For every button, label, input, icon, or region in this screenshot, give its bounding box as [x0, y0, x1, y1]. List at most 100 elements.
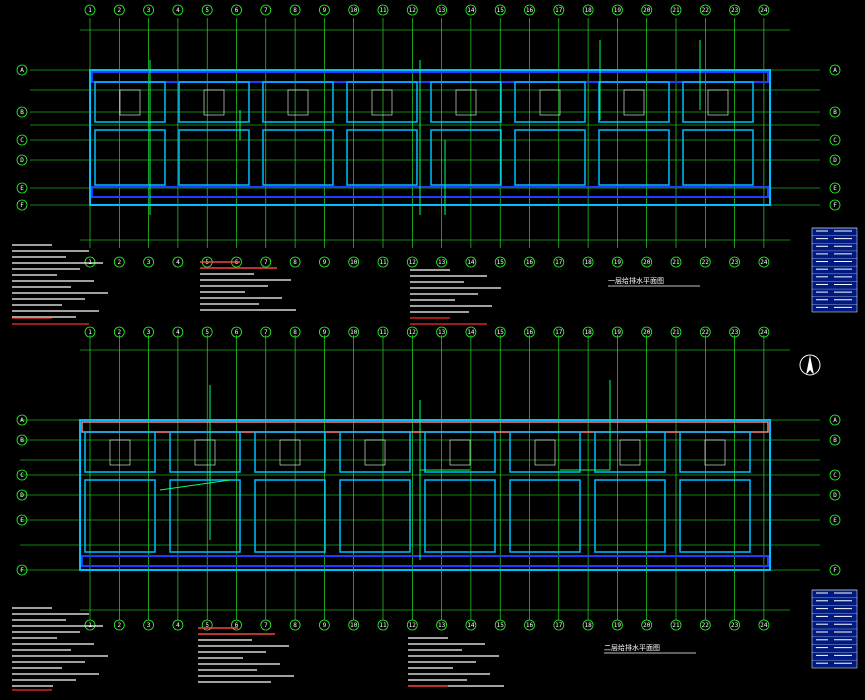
- grid-bubble-label: 17: [555, 329, 563, 336]
- grid-bubble: [524, 256, 535, 268]
- grid-bubble: [670, 256, 682, 268]
- room: [339, 431, 411, 473]
- grid-bubble-label: 14: [467, 259, 475, 266]
- design-notes: [12, 244, 504, 691]
- room: [84, 431, 156, 473]
- room: [430, 81, 502, 123]
- stair: [203, 89, 225, 116]
- grid-bubble: [260, 256, 272, 268]
- grid-bubble-label: 19: [614, 7, 622, 14]
- grid-bubble-label: 22: [702, 329, 710, 336]
- grid-bubble-label: D: [20, 157, 24, 164]
- grid-bubble-label: 23: [731, 329, 739, 336]
- grid-bubble-label: 12: [409, 7, 417, 14]
- grid-bubble: [260, 326, 272, 338]
- grid-bubble: [143, 326, 155, 338]
- grid-bubble-label: 13: [438, 622, 446, 629]
- grid-bubble-label: 22: [702, 7, 710, 14]
- grid-bubble-label: 9: [323, 622, 327, 629]
- grid-bubble: [348, 4, 360, 16]
- grid-bubble-label: 4: [176, 7, 180, 14]
- grid-bubble-label: 20: [643, 329, 651, 336]
- grid-bubble: [16, 414, 28, 426]
- room: [509, 479, 581, 553]
- grid-bubble: [641, 619, 653, 631]
- stair: [119, 89, 141, 116]
- grid-bubble-label: C: [833, 472, 837, 479]
- stair: [279, 439, 301, 466]
- grid-bubble: [641, 256, 653, 268]
- grid-bubble-label: 23: [731, 7, 739, 14]
- grid-bubble-label: D: [833, 157, 837, 164]
- grid-bubble: [670, 4, 682, 16]
- grid-bubble-label: F: [20, 567, 24, 574]
- grid-bubble-label: 3: [147, 7, 151, 14]
- grid-bubble-label: 7: [264, 329, 268, 336]
- grid-bubble: [16, 469, 28, 481]
- grid-bubble-label: 19: [614, 329, 622, 336]
- floor-plan-lower: [79, 380, 771, 571]
- grid-bubble-label: C: [20, 137, 24, 144]
- grid-bubble-label: 20: [643, 259, 651, 266]
- grid-bubble: [348, 619, 360, 631]
- room: [598, 129, 670, 186]
- grid-bubble: [758, 326, 770, 338]
- grid-bubble: [465, 4, 477, 16]
- grid-bubble-label: 8: [293, 329, 297, 336]
- grid-bubble-label: 16: [526, 622, 534, 629]
- grid-bubble: [553, 256, 565, 268]
- room: [262, 81, 334, 123]
- grid-bubble-label: F: [833, 567, 837, 574]
- grid-bubble: [524, 4, 535, 16]
- grid-bubble-label: 24: [760, 259, 768, 266]
- grid-bubble: [16, 514, 28, 526]
- grid-bubble: [201, 619, 213, 631]
- grid-bubble-label: 10: [350, 329, 358, 336]
- grid-bubble-label: 10: [350, 622, 358, 629]
- grid-bubble: [289, 4, 301, 16]
- grid-bubble: [377, 326, 389, 338]
- grid-bubble-label: 16: [526, 329, 534, 336]
- legend-table-upper: [811, 227, 858, 313]
- grid-bubble: [436, 4, 448, 16]
- grid-bubble: [641, 4, 653, 16]
- grid-bubble: [406, 256, 418, 268]
- grid-bubble-label: 5: [205, 622, 209, 629]
- stair: [449, 439, 471, 466]
- room: [254, 431, 326, 473]
- grid-bubble-label: 18: [584, 259, 592, 266]
- grid-bubble-label: 7: [264, 7, 268, 14]
- grid-bubble: [612, 256, 623, 268]
- grid-bubble-label: 3: [147, 259, 151, 266]
- grid-bubble: [829, 106, 841, 118]
- grid-bubble: [829, 64, 841, 76]
- grid-bubble: [436, 256, 448, 268]
- grid-bubble-label: 10: [350, 7, 358, 14]
- grid-bubble: [16, 564, 28, 576]
- room: [262, 129, 334, 186]
- grid-bubble: [829, 514, 841, 526]
- grid-bubble: [699, 326, 711, 338]
- grid-bubble-label: 15: [497, 622, 505, 629]
- grid-bubble: [612, 4, 623, 16]
- grid-bubble: [172, 4, 184, 16]
- room: [430, 129, 502, 186]
- grid-bubble: [729, 256, 740, 268]
- grid-bubble-label: D: [833, 492, 837, 499]
- grid-bubble: [758, 619, 770, 631]
- grid-bubble-label: F: [833, 202, 837, 209]
- grid-bubble: [829, 134, 841, 146]
- grid-bubble-label: 1: [88, 329, 92, 336]
- grid-bubble: [582, 326, 594, 338]
- pipe: [159, 479, 231, 491]
- grid-bubble: [406, 4, 418, 16]
- grid-bubble-label: 14: [467, 7, 475, 14]
- grid-bubble-label: 15: [497, 259, 505, 266]
- grid-bubble-label: A: [20, 67, 24, 74]
- grid-bubble: [113, 619, 125, 631]
- room: [679, 431, 751, 473]
- grid-bubble-label: 11: [379, 7, 387, 14]
- grid-bubble-label: 13: [438, 259, 446, 266]
- grid-bubble: [16, 182, 28, 194]
